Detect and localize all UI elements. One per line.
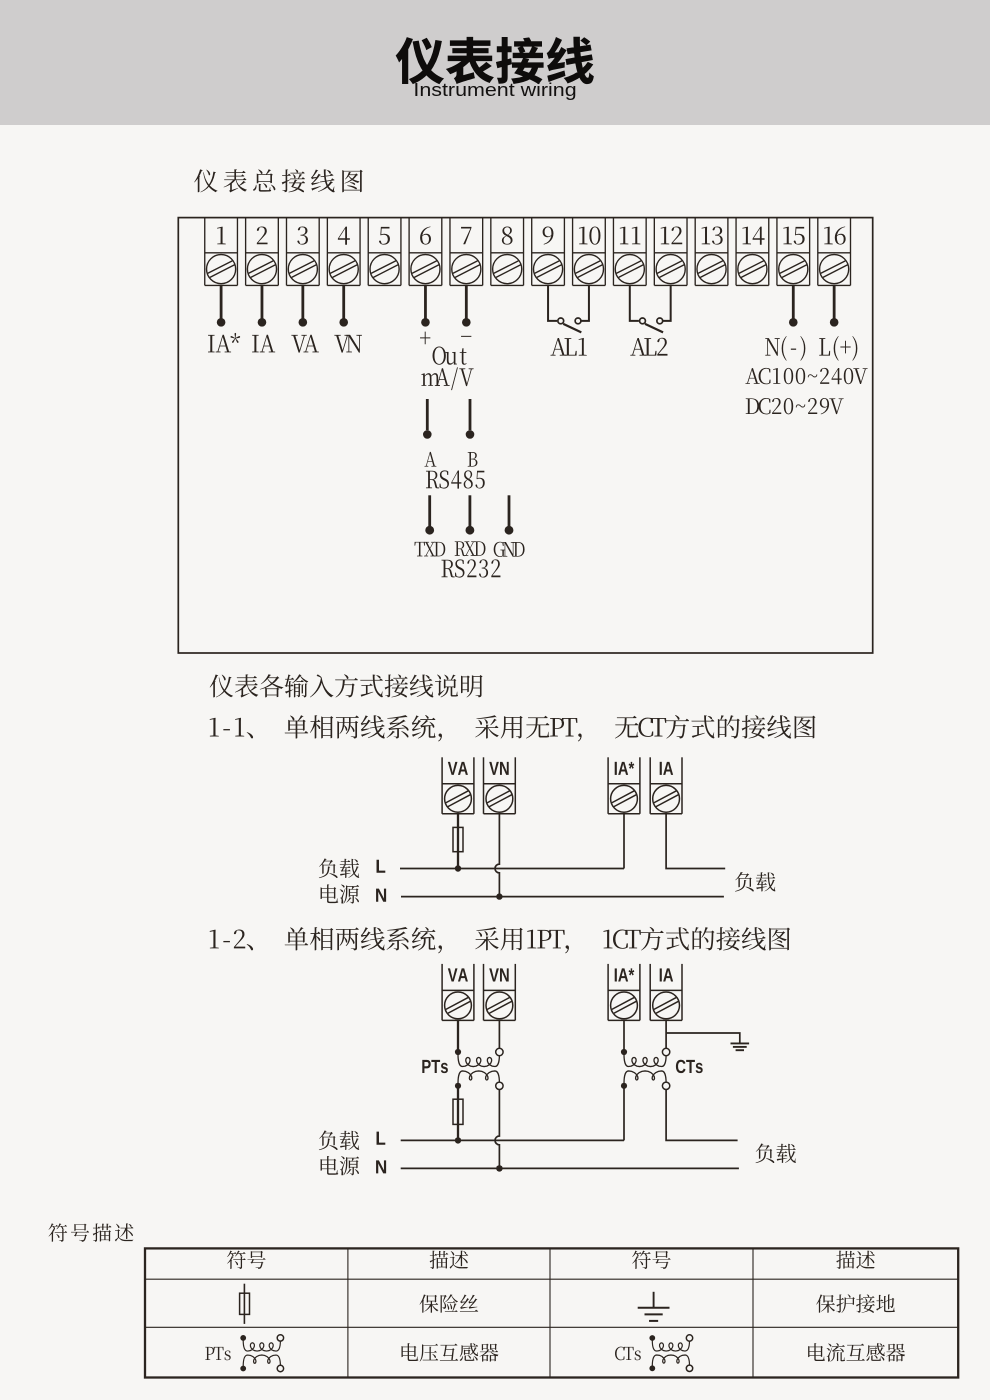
svg-text:Instrument wiring: Instrument wiring	[413, 80, 576, 100]
